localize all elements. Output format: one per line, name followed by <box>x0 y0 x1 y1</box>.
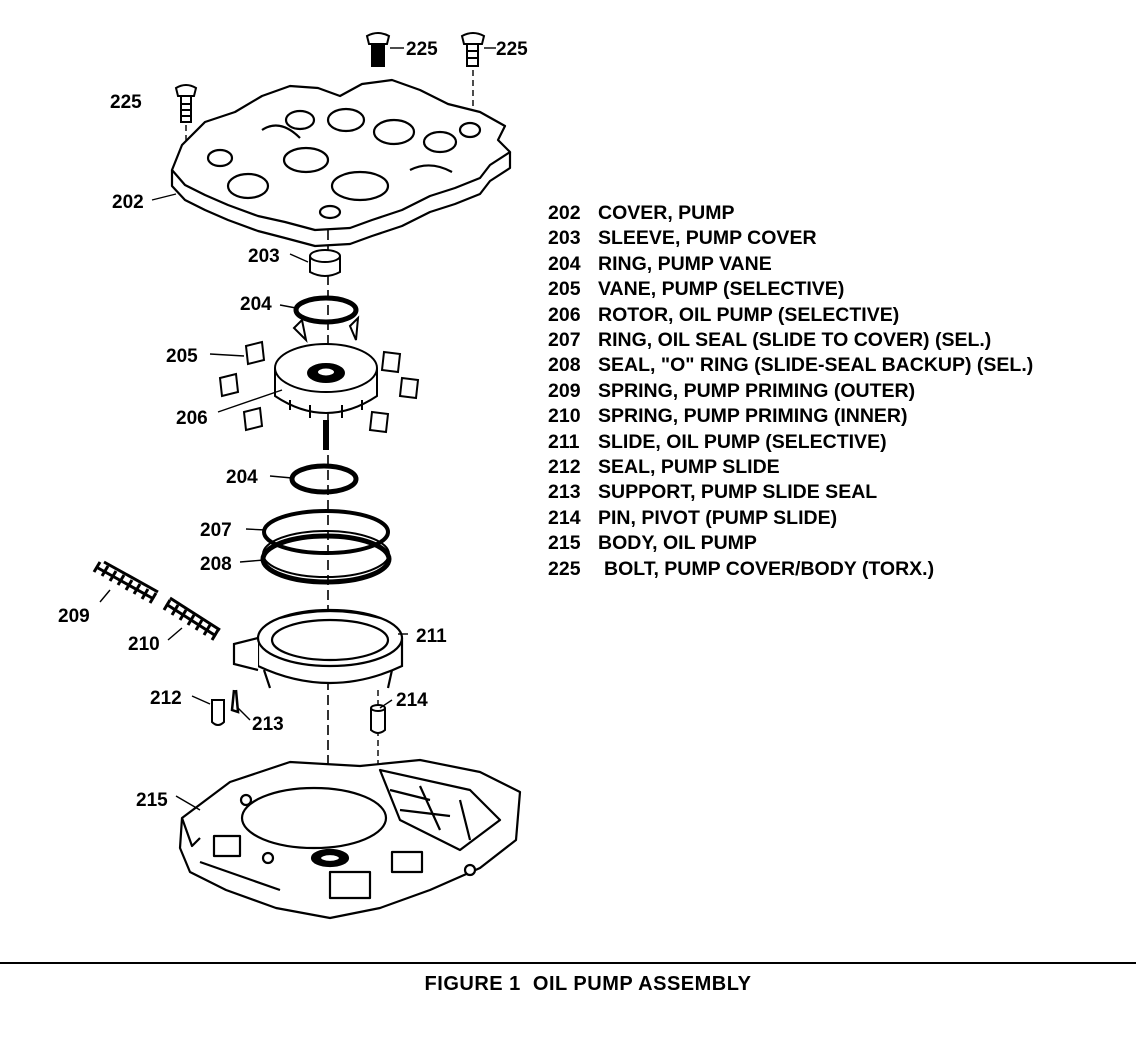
o-ring-seal-208 <box>260 530 392 585</box>
legend-item: 210 SPRING, PUMP PRIMING (INNER) <box>548 404 1033 429</box>
legend-item: 215 BODY, OIL PUMP <box>548 531 1033 556</box>
callout-210: 210 <box>128 634 160 655</box>
vanes-205 <box>218 315 420 434</box>
legend-description: SEAL, PUMP SLIDE <box>598 456 780 479</box>
bolt-225-center <box>365 32 391 67</box>
legend-number: 202 <box>548 202 581 224</box>
callout-213: 213 <box>252 714 284 735</box>
legend-item: 212 SEAL, PUMP SLIDE <box>548 455 1033 480</box>
pump-slide-211 <box>232 608 404 689</box>
legend-item: 207 RING, OIL SEAL (SLIDE TO COVER) (SEL.… <box>548 328 1033 353</box>
legend-description: VANE, PUMP (SELECTIVE) <box>598 278 845 301</box>
pump-cover-202 <box>170 78 512 248</box>
legend-description: SPRING, PUMP PRIMING (OUTER) <box>598 379 916 402</box>
divider-line <box>0 962 1136 964</box>
legend-description: SPRING, PUMP PRIMING (INNER) <box>598 405 908 428</box>
vane-ring-204-upper <box>293 295 359 325</box>
callout-206: 206 <box>176 408 208 429</box>
legend-number: 204 <box>548 252 581 275</box>
legend-number: 209 <box>548 379 581 402</box>
legend-description: BODY, OIL PUMP <box>598 532 757 555</box>
legend-description: RING, OIL SEAL (SLIDE TO COVER) (SEL.) <box>598 329 992 352</box>
parts-legend: 202 COVER, PUMP 203 SLEEVE, PUMP COVER 204… <box>548 201 1033 582</box>
callout-212: 212 <box>150 688 182 709</box>
legend-description: ROTOR, OIL PUMP (SELECTIVE) <box>598 303 900 326</box>
sleeve-203 <box>309 249 341 277</box>
callout-204-upper: 204 <box>240 294 272 315</box>
legend-item: 202 COVER, PUMP <box>548 201 1033 226</box>
legend-item: 209 SPRING, PUMP PRIMING (OUTER) <box>548 379 1033 404</box>
callout-202: 202 <box>112 192 144 213</box>
legend-item: 203 SLEEVE, PUMP COVER <box>548 226 1033 251</box>
figure-caption: FIGURE 1 OIL PUMP ASSEMBLY <box>424 973 752 995</box>
legend-number: 225 <box>548 557 581 580</box>
callout-225-center: 225 <box>406 39 438 60</box>
legend-item: 208 SEAL, "O" RING (SLIDE-SEAL BACKUP) (S… <box>548 353 1033 378</box>
callout-215: 215 <box>136 790 168 811</box>
legend-item: 213 SUPPORT, PUMP SLIDE SEAL <box>548 480 1033 505</box>
legend-item: 206 ROTOR, OIL PUMP (SELECTIVE) <box>548 303 1033 328</box>
vane-ring-204-lower <box>289 463 359 495</box>
rotor-206 <box>274 343 378 450</box>
legend-number: 215 <box>548 532 581 555</box>
callout-209: 209 <box>58 606 90 627</box>
pump-slide-seal-212 <box>211 699 225 726</box>
callout-214: 214 <box>396 690 428 711</box>
legend-description: SUPPORT, PUMP SLIDE SEAL <box>598 481 878 504</box>
legend-number: 210 <box>548 405 581 428</box>
legend-item: 205 VANE, PUMP (SELECTIVE) <box>548 277 1033 302</box>
oil-pump-body-215 <box>178 758 522 920</box>
legend-number: 207 <box>548 329 581 352</box>
legend-number: 213 <box>548 481 581 504</box>
callout-205: 205 <box>166 346 198 367</box>
bolt-225-left <box>174 84 198 123</box>
legend-number: 212 <box>548 456 581 479</box>
legend-number: 203 <box>548 227 581 250</box>
legend-description: BOLT, PUMP COVER/BODY (TORX.) <box>604 557 935 580</box>
legend-description: SLIDE, OIL PUMP (SELECTIVE) <box>598 430 887 453</box>
legend-number: 208 <box>548 354 581 377</box>
legend-number: 205 <box>548 278 581 301</box>
callout-203: 203 <box>248 246 280 267</box>
legend-description: SEAL, "O" RING (SLIDE-SEAL BACKUP) (SEL.… <box>598 354 1034 377</box>
callout-211: 211 <box>416 626 447 647</box>
callout-225-left: 225 <box>110 92 142 113</box>
spring-210-inner <box>162 596 221 641</box>
legend-item: 204 RING, PUMP VANE <box>548 252 1033 277</box>
leader-lines <box>99 47 496 811</box>
legend-number: 214 <box>548 506 581 529</box>
callout-204-lower: 204 <box>226 467 258 488</box>
seal-support-213 <box>230 689 240 714</box>
bolt-225-right <box>460 32 486 67</box>
spring-209-outer <box>92 560 159 604</box>
legend-item: 211 SLIDE, OIL PUMP (SELECTIVE) <box>548 430 1033 455</box>
callout-208: 208 <box>200 554 232 575</box>
callout-225-right: 225 <box>496 39 528 60</box>
oil-seal-ring-207 <box>262 509 390 555</box>
legend-description: RING, PUMP VANE <box>598 252 772 275</box>
legend-description: PIN, PIVOT (PUMP SLIDE) <box>598 506 838 529</box>
callout-207: 207 <box>200 520 232 541</box>
legend-number: 206 <box>548 303 581 326</box>
legend-item: 225 BOLT, PUMP COVER/BODY (TORX.) <box>548 557 1033 582</box>
legend-number: 211 <box>548 430 580 453</box>
pivot-pin-214 <box>370 704 386 734</box>
legend-description: COVER, PUMP <box>598 202 735 224</box>
legend-description: SLEEVE, PUMP COVER <box>598 227 817 250</box>
legend-item: 214 PIN, PIVOT (PUMP SLIDE) <box>548 506 1033 531</box>
